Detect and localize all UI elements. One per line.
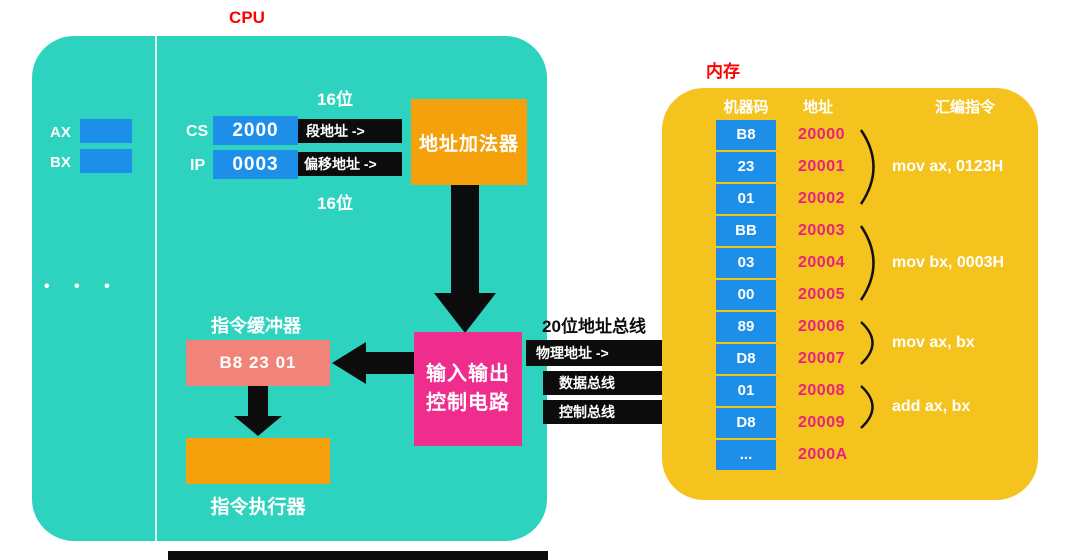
brace-group-2-icon (859, 225, 875, 301)
machine-code-cell: 01 (716, 376, 776, 406)
register-bx-label: BX (50, 154, 71, 171)
brace-group-4-icon (860, 385, 874, 429)
instruction-executor-box (186, 438, 330, 484)
table-row: 01 20002 (716, 184, 848, 214)
address-adder-box: 地址加法器 (411, 99, 527, 185)
bottom-bus-bar (168, 551, 548, 560)
table-row: 01 20008 (716, 376, 848, 406)
address-cell: 20002 (798, 190, 845, 207)
register-ax-label: AX (50, 124, 71, 141)
address-header: 地址 (802, 99, 833, 116)
machine-code-header: 机器码 (723, 99, 769, 116)
register-bx-box (80, 149, 132, 173)
bits-label-bottom: 16位 (317, 194, 353, 213)
io-control-line1: 输入输出 (426, 363, 510, 385)
instruction-executor-label: 指令执行器 (210, 497, 306, 518)
table-row: 89 20006 (716, 312, 848, 342)
memory-title: 内存 (706, 62, 740, 81)
assembly-instruction: add ax, bx (892, 398, 971, 415)
ip-register-value: 0003 (213, 150, 298, 179)
assembly-header: 汇编指令 (934, 99, 995, 116)
offset-address-strip: 偏移地址 -> (298, 152, 402, 176)
ip-register-label: IP (190, 157, 206, 174)
address-cell: 2000A (798, 446, 848, 463)
machine-code-cell: 23 (716, 152, 776, 182)
machine-code-cell: BB (716, 216, 776, 246)
machine-code-cell: 00 (716, 280, 776, 310)
table-row: D8 20009 (716, 408, 848, 438)
table-row: 23 20001 (716, 152, 848, 182)
register-ax-box (80, 119, 132, 143)
physical-address-strip: 物理地址 -> (526, 340, 666, 366)
bits-label-top: 16位 (317, 90, 353, 109)
machine-code-cell: B8 (716, 120, 776, 150)
instruction-buffer-box: B8 23 01 (186, 340, 330, 386)
machine-code-cell: D8 (716, 344, 776, 374)
io-to-buffer-arrow-icon (332, 342, 414, 384)
table-row: 00 20005 (716, 280, 848, 310)
address-cell: 20005 (798, 286, 845, 303)
brace-group-1-icon (859, 129, 875, 205)
instruction-buffer-label: 指令缓冲器 (211, 316, 301, 336)
io-control-line2: 控制电路 (426, 392, 510, 414)
table-row: 03 20004 (716, 248, 848, 278)
assembly-instruction: mov ax, bx (892, 334, 975, 351)
more-registers-dots: • • • (44, 278, 120, 295)
table-row: B8 20000 (716, 120, 848, 150)
assembly-instruction: mov ax, 0123H (892, 158, 1004, 175)
machine-code-cell: 03 (716, 248, 776, 278)
brace-group-3-icon (860, 321, 874, 365)
segment-address-strip: 段地址 -> (298, 119, 402, 143)
address-bus-title: 20位地址总线 (542, 317, 646, 336)
control-bus-strip: 控制总线 (543, 400, 667, 424)
address-cell: 20003 (798, 222, 845, 239)
address-cell: 20004 (798, 254, 845, 271)
address-cell: 20000 (798, 126, 845, 143)
machine-code-cell: 01 (716, 184, 776, 214)
adder-to-io-arrow-icon (434, 185, 496, 333)
cs-register-label: CS (186, 123, 209, 140)
table-row: BB 20003 (716, 216, 848, 246)
machine-code-cell: 89 (716, 312, 776, 342)
buffer-to-executor-arrow-icon (234, 386, 282, 436)
address-cell: 20008 (798, 382, 845, 399)
address-cell: 20001 (798, 158, 845, 175)
cs-register-value: 2000 (213, 116, 298, 145)
cpu-divider (155, 36, 157, 541)
address-cell: 20009 (798, 414, 845, 431)
io-control-box: 输入输出 控制电路 (414, 332, 522, 446)
address-cell: 20007 (798, 350, 845, 367)
address-cell: 20006 (798, 318, 845, 335)
table-row: ... 2000A (716, 440, 848, 470)
assembly-instruction: mov bx, 0003H (892, 254, 1005, 271)
table-row: D8 20007 (716, 344, 848, 374)
cpu-title: CPU (229, 8, 265, 27)
machine-code-cell: ... (716, 440, 776, 470)
machine-code-cell: D8 (716, 408, 776, 438)
data-bus-strip: 数据总线 (543, 371, 667, 395)
